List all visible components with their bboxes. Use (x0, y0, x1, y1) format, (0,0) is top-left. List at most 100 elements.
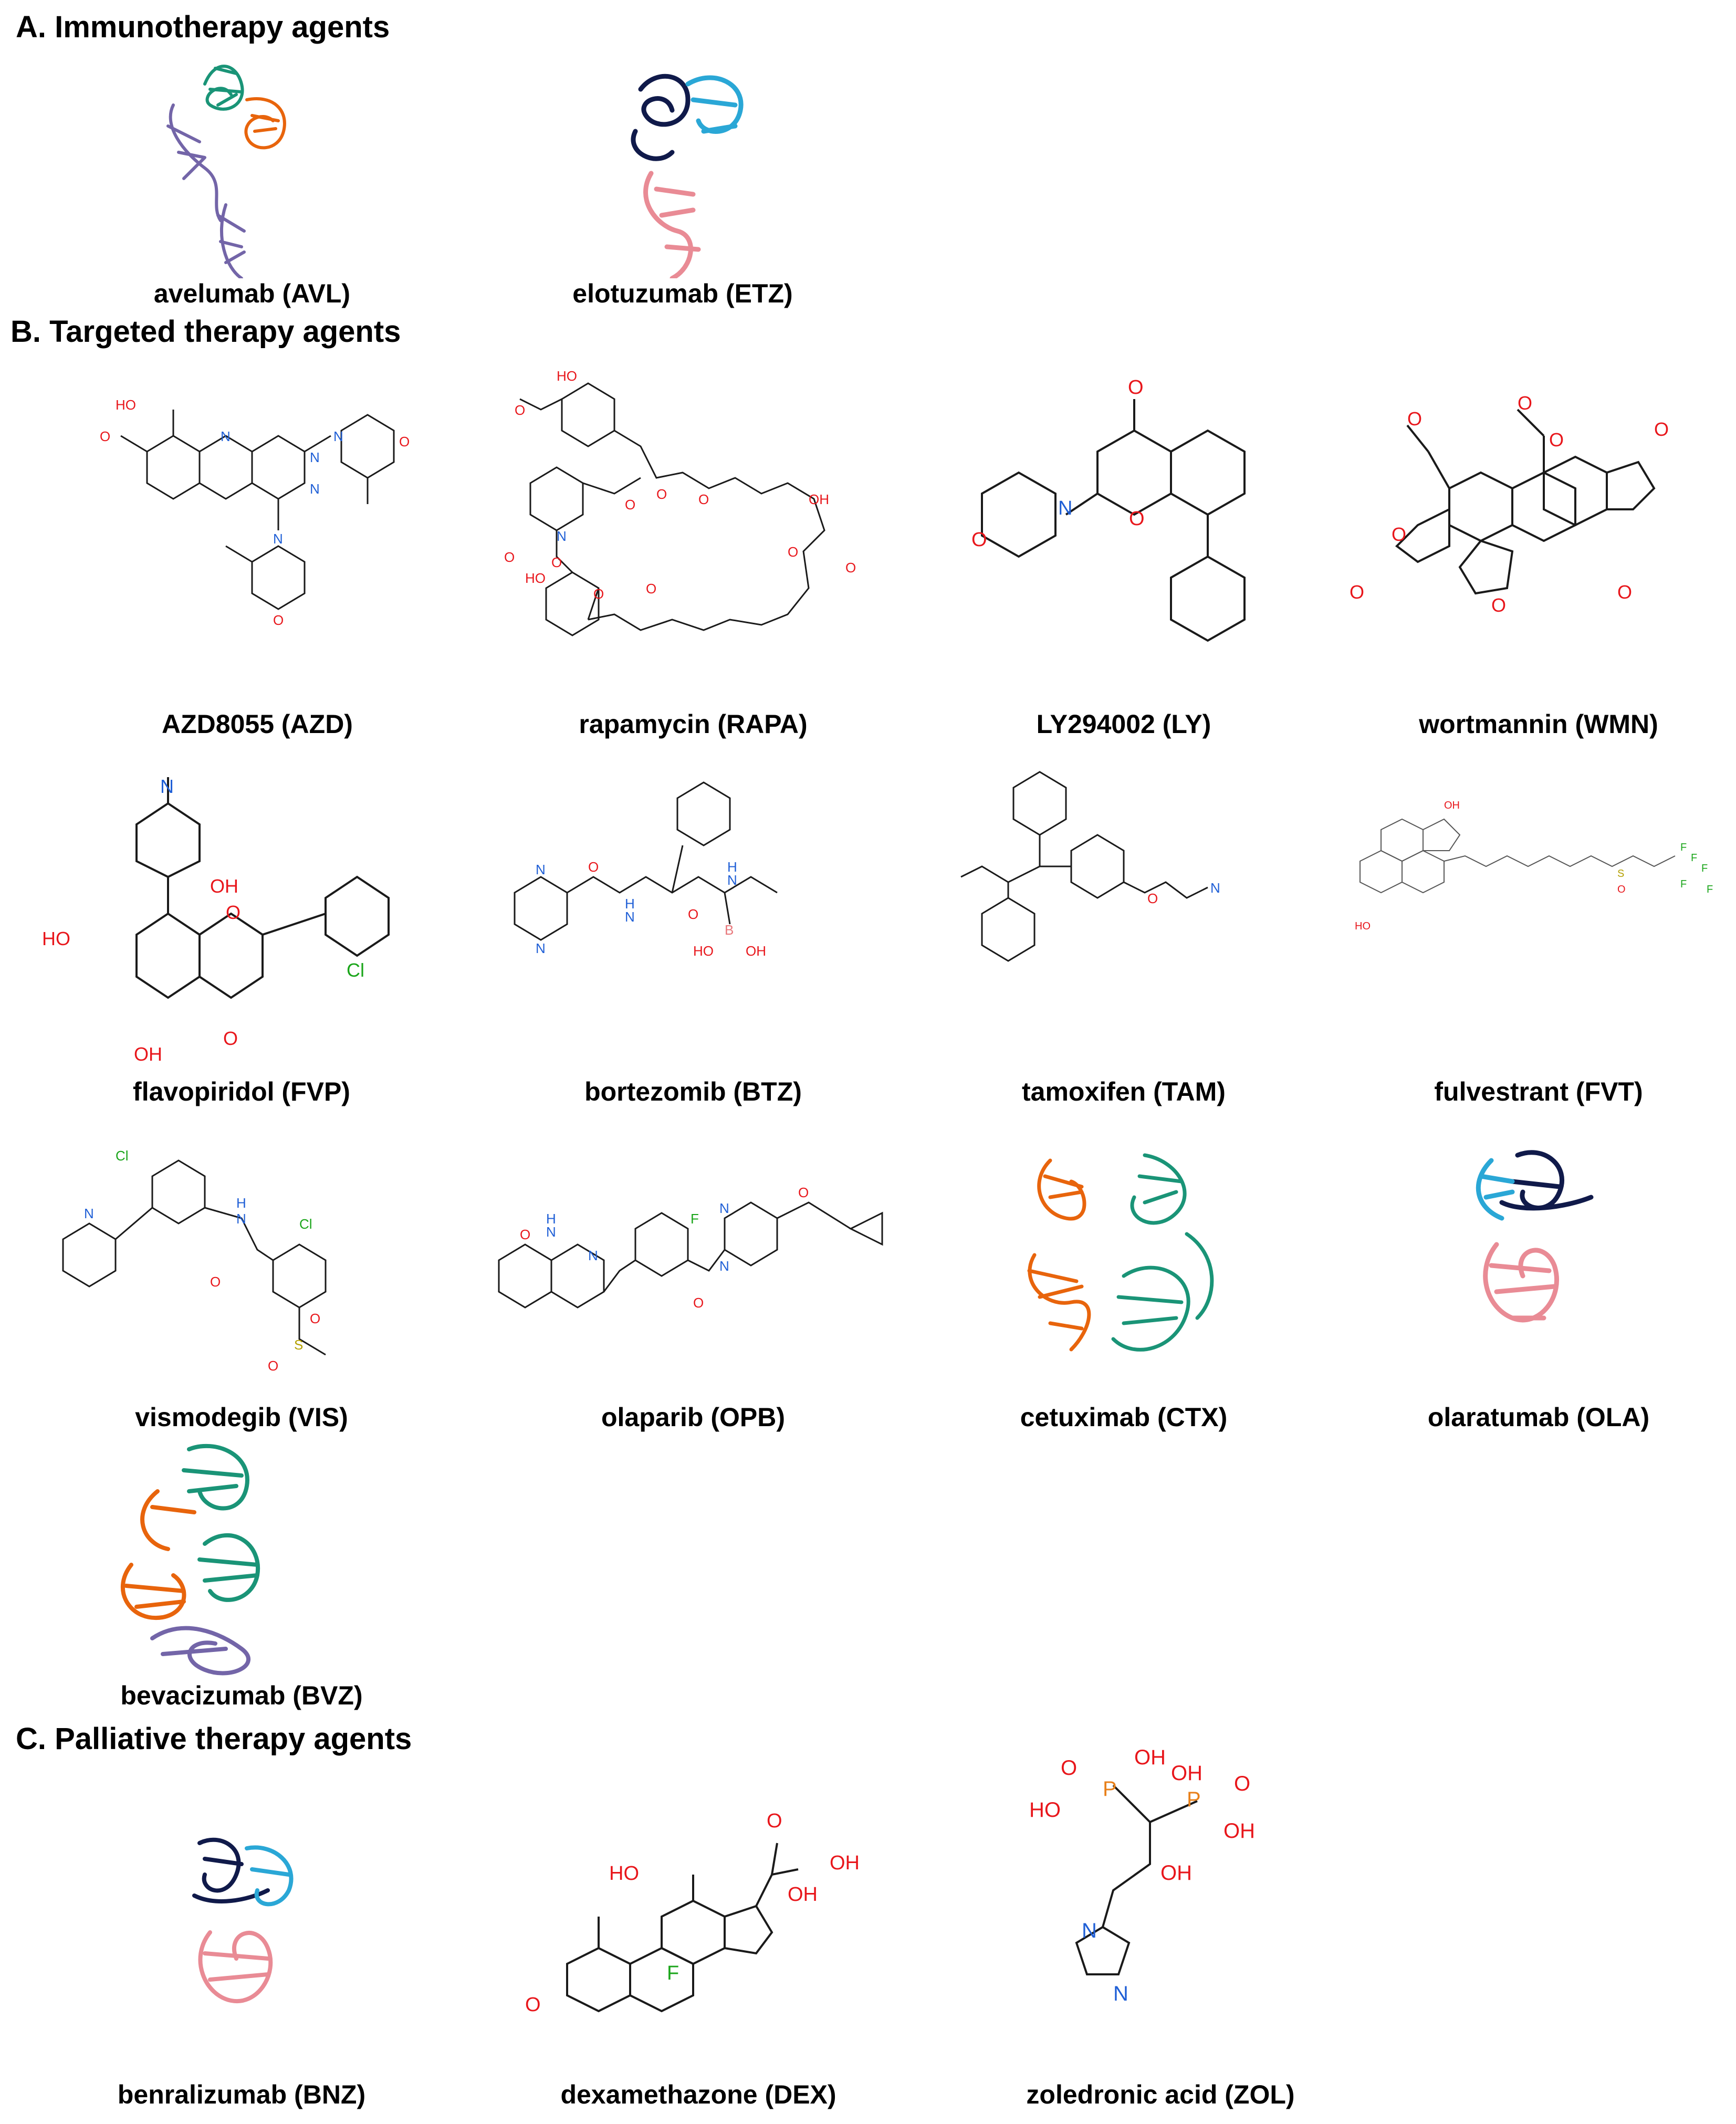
fvt-atom-label: F (1691, 852, 1697, 864)
opb-atom-label: O (693, 1295, 704, 1311)
vis-atom-label: O (210, 1274, 221, 1290)
drug-elotuzumab: elotuzumab (ETZ) (536, 47, 830, 315)
fvt-atom-label: HO (1355, 920, 1371, 932)
btz-atom-label: B (725, 922, 734, 938)
azd-atom-label: HO (116, 397, 136, 413)
rapa-atom-label: O (656, 486, 667, 502)
btz-atom-label: H (625, 896, 635, 912)
dex-atom-label: F (667, 1962, 679, 1984)
opb-atom-label: H (546, 1211, 556, 1227)
opb-atom-label: N (719, 1258, 729, 1274)
ly-atom-label: O (1128, 376, 1144, 399)
caption-ly294002: LY294002 (LY) (1036, 709, 1211, 739)
vis-atom-label: O (268, 1358, 278, 1374)
drug-wortmannin: O O O O O O O O wortmannin (WMN) (1344, 368, 1733, 746)
rapa-atom-label: O (504, 549, 515, 565)
fvp-atom-label: O (226, 902, 240, 923)
caption-zoledronic-acid: zoledronic acid (ZOL) (1026, 2080, 1295, 2109)
bevacizumab-protein-structure (120, 1443, 260, 1676)
rapamycin-chemical-structure: HO O N O O O O HO O O O OH O O (504, 368, 856, 636)
opb-atom-label: F (691, 1211, 699, 1227)
section-title-targeted: B. Targeted therapy agents (11, 315, 401, 349)
wortmannin-chemical-structure: O O O O O O O O (1350, 392, 1669, 616)
wmn-atom-label: O (1392, 524, 1406, 545)
caption-rapamycin: rapamycin (RAPA) (579, 709, 808, 739)
btz-atom-label: N (625, 909, 635, 925)
rapa-atom-label: HO (525, 570, 546, 586)
caption-benralizumab: benralizumab (BNZ) (117, 2080, 366, 2109)
opb-atom-label: O (520, 1227, 530, 1242)
btz-atom-label: HO (693, 943, 714, 959)
vis-atom-label: N (84, 1206, 94, 1221)
dex-atom-label: HO (609, 1863, 639, 1885)
caption-olaratumab: olaratumab (OLA) (1427, 1403, 1650, 1432)
zol-atom-label: O (1234, 1772, 1250, 1795)
wmn-atom-label: O (1549, 429, 1564, 451)
rapa-atom-label: O (698, 491, 709, 507)
azd-atom-label: N (221, 428, 231, 444)
fvp-atom-label: O (223, 1028, 238, 1049)
azd-atom-label: O (273, 612, 284, 628)
vis-atom-label: N (236, 1211, 246, 1227)
wmn-atom-label: O (1407, 408, 1422, 430)
caption-olaparib: olaparib (OPB) (601, 1403, 786, 1432)
ly-atom-label: N (1058, 497, 1072, 519)
azd-atom-label: N (310, 481, 320, 497)
fvt-atom-label: O (1617, 884, 1626, 895)
section-title-immunotherapy: A. Immunotherapy agents (16, 10, 390, 44)
caption-bortezomib: bortezomib (BTZ) (584, 1077, 802, 1106)
btz-atom-label: N (536, 862, 546, 877)
zol-atom-label: OH (1223, 1819, 1255, 1843)
vis-atom-label: Cl (299, 1216, 312, 1232)
drug-ly294002: O O N O LY294002 (LY) (924, 368, 1323, 746)
bortezomib-chemical-structure: N N O H N O H N B HO OH (514, 781, 778, 959)
wmn-atom-label: O (1491, 594, 1506, 616)
drug-olaratumab: olaratumab (OLA) (1344, 1139, 1733, 1444)
caption-tamoxifen: tamoxifen (TAM) (1022, 1077, 1226, 1106)
fvp-atom-label: OH (210, 875, 238, 897)
tamoxifen-chemical-structure: O N (960, 771, 1220, 962)
drug-zoledronic-acid: O OH P HO OH P O OH OH N N zoledronic ac… (977, 1743, 1344, 2124)
caption-dexamethazone: dexamethazone (DEX) (560, 2080, 836, 2109)
zol-atom-label: HO (1029, 1798, 1061, 1822)
elotuzumab-protein-structure (631, 74, 744, 278)
rapa-atom-label: O (515, 402, 525, 418)
drug-cetuximab: cetuximab (CTX) (924, 1139, 1323, 1444)
dex-atom-label: O (767, 1810, 782, 1832)
ly-atom-label: O (1129, 508, 1145, 530)
tam-atom-label: N (1210, 880, 1220, 896)
opb-atom-label: N (546, 1224, 556, 1240)
rapa-atom-label: O (625, 497, 635, 512)
zol-atom-label: OH (1134, 1746, 1166, 1769)
azd-atom-label: N (333, 428, 343, 444)
wmn-atom-label: O (1654, 418, 1669, 440)
fvp-atom-label: N (160, 776, 174, 797)
fulvestrant-chemical-structure: OH S O F F F F F HO (1355, 800, 1713, 932)
dex-atom-label: OH (830, 1852, 860, 1874)
caption-elotuzumab: elotuzumab (ETZ) (572, 279, 793, 308)
drug-dexamethazone: O OH HO OH F O dexamethazone (DEX) (515, 1796, 882, 2124)
benralizumab-protein-structure (192, 1837, 294, 2004)
wmn-atom-label: O (1518, 392, 1532, 414)
olaratumab-protein-structure (1476, 1150, 1594, 1323)
zol-atom-label: N (1113, 1982, 1128, 2005)
drug-vismodegib: Cl N H N Cl O S O O vismodegib (VIS) (32, 1139, 452, 1444)
dex-atom-label: O (525, 1994, 541, 2016)
rapa-atom-label: HO (557, 368, 577, 384)
fvp-atom-label: OH (134, 1043, 162, 1065)
drug-flavopiridol: N OH HO O Cl OH O flavopiridol (FVP) (32, 767, 452, 1124)
fvt-atom-label: F (1680, 842, 1687, 853)
caption-cetuximab: cetuximab (CTX) (1020, 1403, 1228, 1432)
flavopiridol-chemical-structure: N OH HO O Cl OH O (42, 776, 390, 1065)
caption-fulvestrant: fulvestrant (FVT) (1434, 1077, 1643, 1106)
fvp-atom-label: Cl (347, 959, 364, 981)
opb-atom-label: N (719, 1200, 729, 1216)
dexamethazone-chemical-structure: O OH HO OH F O (525, 1810, 860, 2016)
fvp-atom-label: HO (42, 928, 70, 949)
rapa-atom-label: O (593, 586, 604, 602)
caption-avelumab: avelumab (AVL) (153, 279, 351, 308)
vis-atom-label: O (310, 1311, 320, 1326)
rapa-atom-label: OH (809, 491, 829, 507)
fvt-atom-label: S (1617, 868, 1624, 880)
opb-atom-label: N (588, 1248, 598, 1263)
